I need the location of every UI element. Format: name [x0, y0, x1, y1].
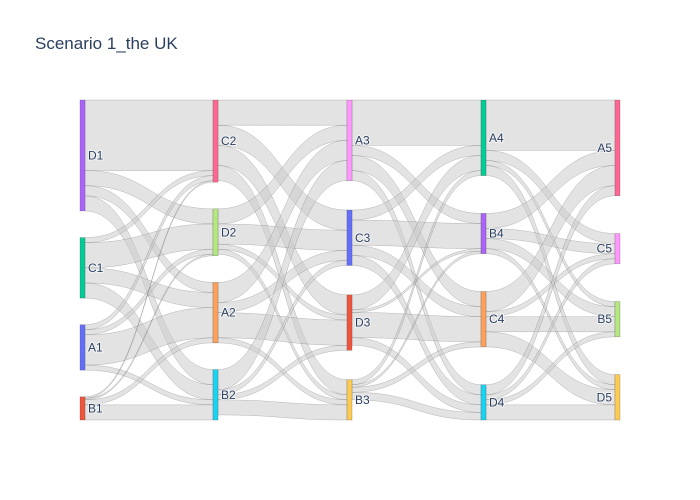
- chart-title: Scenario 1_the UK: [35, 34, 178, 53]
- node-c1[interactable]: [79, 237, 86, 299]
- node-label-b4: B4: [489, 227, 504, 241]
- node-c2[interactable]: [212, 99, 219, 183]
- node-label-c3: C3: [355, 231, 371, 245]
- node-label-d1: D1: [88, 148, 104, 162]
- link-c1-d2[interactable]: [84, 223, 214, 269]
- node-label-d3: D3: [355, 316, 371, 330]
- node-a3[interactable]: [346, 99, 353, 181]
- node-label-c4: C4: [489, 312, 505, 326]
- node-b1[interactable]: [79, 396, 86, 421]
- node-label-a2: A2: [221, 306, 236, 320]
- node-a1[interactable]: [79, 324, 86, 371]
- link-a4-a5[interactable]: [485, 99, 616, 151]
- link-d4-d5[interactable]: [485, 404, 616, 421]
- node-d1[interactable]: [79, 99, 86, 212]
- link-b1-b2[interactable]: [84, 404, 214, 421]
- node-d5[interactable]: [614, 374, 621, 421]
- node-a2[interactable]: [212, 282, 219, 344]
- node-label-a4: A4: [489, 131, 504, 145]
- link-d3-c4[interactable]: [351, 312, 482, 343]
- node-a5[interactable]: [614, 99, 621, 197]
- link-c2-a3[interactable]: [217, 99, 348, 126]
- node-d3[interactable]: [346, 294, 353, 351]
- node-c4[interactable]: [480, 291, 487, 348]
- link-b2-a3[interactable]: [217, 160, 348, 390]
- node-label-c2: C2: [221, 134, 237, 148]
- link-a3-a4[interactable]: [351, 99, 482, 146]
- node-label-c1: C1: [88, 261, 104, 275]
- node-b2[interactable]: [212, 369, 219, 421]
- node-label-a3: A3: [355, 133, 370, 147]
- node-b3[interactable]: [346, 379, 353, 421]
- nodes-layer: [79, 99, 621, 421]
- node-label-b1: B1: [88, 401, 103, 415]
- node-b5[interactable]: [614, 301, 621, 338]
- node-label-d5: D5: [597, 390, 613, 404]
- link-a1-a2[interactable]: [84, 307, 214, 366]
- node-label-d2: D2: [221, 225, 237, 239]
- node-d2[interactable]: [212, 208, 219, 256]
- node-d4[interactable]: [480, 384, 487, 421]
- node-label-d4: D4: [489, 395, 505, 409]
- links-layer: [84, 99, 616, 421]
- node-label-b2: B2: [221, 388, 236, 402]
- node-label-a5: A5: [597, 141, 612, 155]
- node-a4[interactable]: [480, 99, 487, 176]
- node-c3[interactable]: [346, 209, 353, 266]
- node-label-b5: B5: [597, 312, 612, 326]
- link-b3-a4[interactable]: [351, 170, 482, 385]
- node-c5[interactable]: [614, 233, 621, 265]
- node-b4[interactable]: [480, 213, 487, 254]
- node-label-b3: B3: [355, 393, 370, 407]
- node-label-c5: C5: [597, 242, 613, 256]
- node-label-a1: A1: [88, 340, 103, 354]
- link-d1-c2[interactable]: [84, 99, 214, 171]
